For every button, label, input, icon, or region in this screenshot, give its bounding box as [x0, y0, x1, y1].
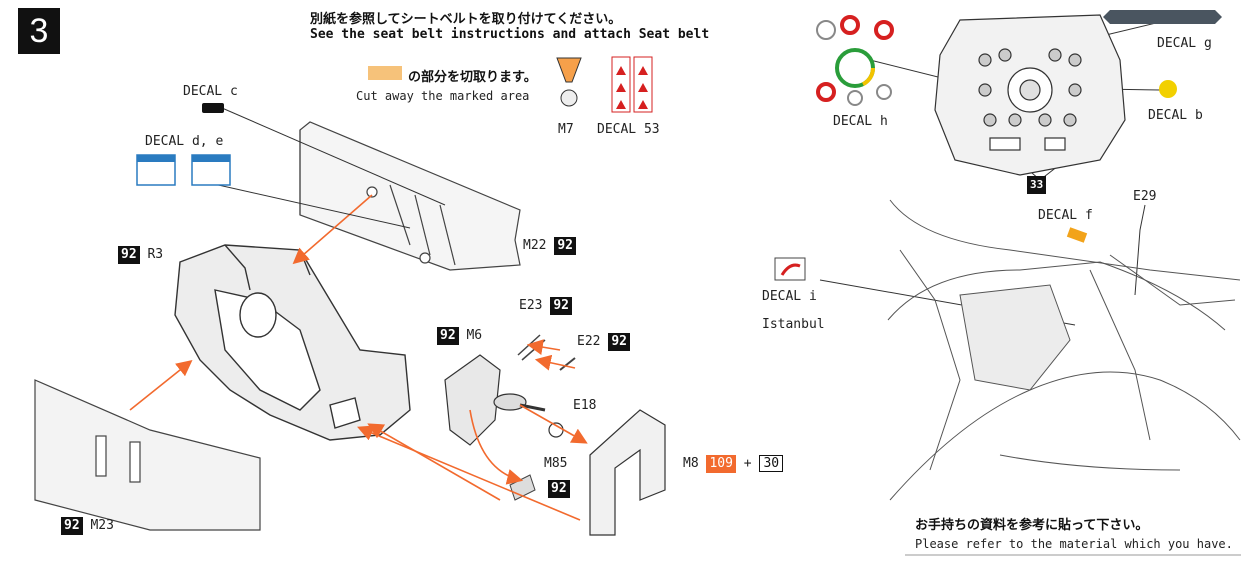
istanbul-label: Istanbul	[762, 317, 825, 332]
e22-part-name: E22	[577, 334, 601, 349]
decal-h-art	[816, 15, 894, 106]
orange-arrows	[129, 194, 588, 521]
m8-part-name: M8	[683, 456, 699, 471]
decal-c-art	[202, 103, 224, 113]
decal-i-art	[774, 257, 806, 281]
e22-sprue-badge: 92	[608, 333, 630, 351]
instruction-jp: 別紙を参照してシートベルトを取り付けてください。	[310, 12, 622, 27]
e23-label: E23 92	[519, 297, 572, 315]
cut-text-jp: の部分を切取ります。	[408, 70, 537, 85]
decal-f-label: DECAL f	[1038, 208, 1093, 223]
r3-sprue-badge: 92	[118, 246, 140, 264]
m8-sprue-a-badge: 109	[706, 455, 736, 473]
e22-label: E22 92	[577, 333, 630, 351]
decal-g-label: DECAL g	[1157, 36, 1212, 51]
steering-wheel-drawing	[934, 14, 1126, 176]
step-number: 3	[18, 8, 60, 54]
m8-plus: +	[743, 456, 752, 471]
m23-label: 92 M23	[61, 517, 114, 535]
m8-label: M8 109 + 30	[683, 455, 784, 473]
cut-marker-swatch	[368, 66, 402, 80]
footer-jp: お手持ちの資料を参考に貼って下さい。	[915, 518, 1149, 533]
decal-de-label: DECAL d, e	[145, 134, 224, 149]
m8-sprue-b-badge: 30	[759, 455, 784, 472]
m6-sprue-badge: 92	[437, 327, 459, 345]
decal-de-art	[136, 154, 231, 186]
decal53-art	[611, 56, 653, 113]
m23-panel-drawing	[34, 379, 261, 531]
m6-label: 92 M6	[437, 327, 482, 345]
decal-h-label: DECAL h	[833, 114, 888, 129]
cut-text-en: Cut away the marked area	[356, 89, 530, 103]
r3-label: 92 R3	[118, 246, 163, 264]
m6-part-name: M6	[466, 328, 483, 343]
m6-hub-drawing	[444, 354, 564, 446]
instruction-en: See the seat belt instructions and attac…	[310, 27, 710, 42]
m23-sprue-badge: 92	[61, 517, 83, 535]
m8-bracket-drawing	[589, 409, 666, 536]
decal-i-label: DECAL i	[762, 289, 817, 304]
e23-sprue-badge: 92	[550, 297, 572, 315]
decal-c-label: DECAL c	[183, 84, 238, 99]
e23-part-name: E23	[519, 298, 543, 313]
r3-part-name: R3	[147, 247, 164, 262]
decal-g-art	[1103, 10, 1222, 24]
m22-sprue-badge: 92	[554, 237, 576, 255]
e18-label: E18	[573, 398, 597, 413]
m7-art	[556, 57, 582, 107]
e22-part	[559, 357, 576, 371]
m23-part-name: M23	[90, 518, 114, 533]
car-cockpit-drawing	[887, 199, 1241, 501]
m22-label: M22 92	[523, 237, 576, 255]
footer-en: Please refer to the material which you h…	[915, 537, 1233, 551]
decal-f-art	[1066, 227, 1088, 243]
m85-sprue: 92	[548, 480, 570, 498]
m22-part-name: M22	[523, 238, 547, 253]
m85-sprue-badge: 92	[548, 480, 570, 498]
p33-sprue-badge: 33	[1027, 176, 1047, 194]
decal-b-label: DECAL b	[1148, 108, 1203, 123]
m7-label: M7	[558, 122, 574, 137]
decal53-label: DECAL 53	[597, 122, 660, 137]
e29-label: E29	[1133, 189, 1157, 204]
seat-r3-drawing	[174, 244, 411, 441]
decal-b-art	[1159, 80, 1177, 98]
m22-panel-drawing	[299, 121, 521, 271]
m85-label: M85	[544, 456, 568, 471]
p33-label: 33	[1027, 176, 1047, 194]
